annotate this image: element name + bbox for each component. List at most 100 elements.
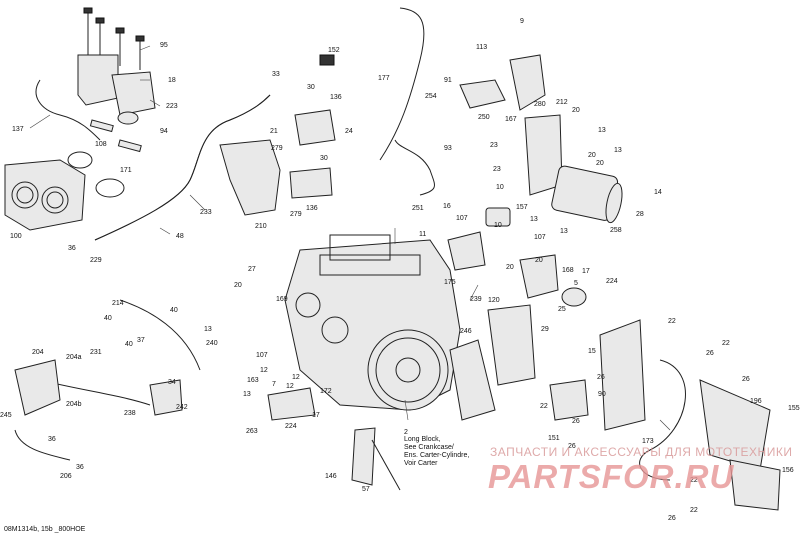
callout: 204b <box>66 401 82 408</box>
leader-lines <box>29 45 671 431</box>
callout: 2 <box>404 429 408 436</box>
hose-137 <box>35 79 101 141</box>
bracket-175 <box>447 231 486 271</box>
callout: 34 <box>168 379 176 386</box>
callout: 30 <box>320 155 328 162</box>
callout: 223 <box>166 103 178 110</box>
callout: 156 <box>782 467 794 474</box>
callout: 155 <box>788 405 800 412</box>
callout: 95 <box>160 42 168 49</box>
callout: 210 <box>255 223 267 230</box>
callout: 12 <box>286 383 294 390</box>
heat-shield-156 <box>729 459 781 511</box>
callout: 29 <box>541 326 549 333</box>
spark-plug-94 <box>89 119 142 153</box>
callout: 11 <box>419 231 426 238</box>
note-line: Ens. Carter-Cylindre, <box>404 452 470 459</box>
note-line: Voir Carter <box>404 460 438 467</box>
callout: 40 <box>170 307 178 314</box>
diagram-code: 08M1314b, 15b _800HOE <box>4 526 86 533</box>
callout: 10 <box>496 184 504 191</box>
callout: 37 <box>137 337 145 344</box>
callout: 107 <box>256 352 268 359</box>
clamp-108b <box>95 178 125 198</box>
callout: 12 <box>292 374 300 381</box>
callout: 245 <box>0 412 12 419</box>
long-block-note: Long Block, See Crankcase/ Ens. Carter-C… <box>404 436 469 468</box>
callout: 239 <box>470 296 482 303</box>
callout: 107 <box>456 215 468 222</box>
callout: 212 <box>556 99 568 106</box>
callout: 263 <box>246 428 258 435</box>
callout: 206 <box>60 473 72 480</box>
bracket-242 <box>149 379 183 416</box>
callout: 26 <box>568 443 576 450</box>
bolt-group-95 <box>83 7 145 70</box>
hose-206 <box>14 429 71 461</box>
callout: 23 <box>493 166 501 173</box>
plate-224 <box>267 387 316 421</box>
callout: 246 <box>460 328 472 335</box>
callout: 196 <box>750 398 762 405</box>
callout: 57 <box>362 486 370 493</box>
callout: 26 <box>572 418 580 425</box>
callout: 113 <box>476 44 487 51</box>
callout: 23 <box>490 142 498 149</box>
dipstick-57 <box>371 439 401 491</box>
callout: 20 <box>572 107 580 114</box>
ignition-coil <box>77 54 156 125</box>
callout: 171 <box>120 167 132 174</box>
callout: 151 <box>548 435 560 442</box>
callout: 13 <box>204 326 212 333</box>
hose-233-inner <box>94 94 271 241</box>
bracket-167 <box>509 54 546 111</box>
callout: 17 <box>582 268 590 275</box>
callout: 12 <box>260 367 268 374</box>
callout: 163 <box>247 377 259 384</box>
callout: 251 <box>412 205 424 212</box>
heat-shield-90 <box>599 319 646 431</box>
callout: 22 <box>690 477 698 484</box>
callout: 13 <box>560 228 568 235</box>
callout: 20 <box>535 257 543 264</box>
callout: 7 <box>272 381 276 388</box>
exhaust-tube-173 <box>639 359 686 481</box>
callout: 28 <box>636 211 644 218</box>
callout: 26 <box>742 376 750 383</box>
callout: 15 <box>588 348 596 355</box>
callout: 93 <box>444 145 452 152</box>
callout: 22 <box>668 318 676 325</box>
callout: 36 <box>68 245 76 252</box>
callout: 22 <box>722 340 730 347</box>
callout: 254 <box>425 93 437 100</box>
callout: 13 <box>243 391 251 398</box>
callout: 22 <box>690 507 698 514</box>
bracket-151 <box>549 379 589 421</box>
callout: 242 <box>176 404 188 411</box>
callout: 173 <box>642 438 654 445</box>
callout: 9 <box>520 18 524 25</box>
callout: 177 <box>378 75 390 82</box>
callout: 16 <box>443 203 451 210</box>
callout: 107 <box>534 234 546 241</box>
callout: 169 <box>276 296 288 303</box>
callout: 20 <box>588 152 596 159</box>
callout: 24 <box>345 128 353 135</box>
callout: 224 <box>606 278 618 285</box>
throttle-body <box>4 159 86 231</box>
callout: 233 <box>200 209 212 216</box>
callout-labels: 95 18 223 137 94 108 171 100 36 229 33 1… <box>0 18 800 522</box>
bracket-250 <box>459 79 506 109</box>
sensor-157 <box>485 207 511 227</box>
callout: 26 <box>597 374 605 381</box>
callout: 146 <box>325 473 337 480</box>
callout: 204a <box>66 354 82 361</box>
callout: 20 <box>506 264 514 271</box>
callout: 26 <box>668 515 676 522</box>
cable-254 <box>379 7 425 161</box>
callout: 204 <box>32 349 44 356</box>
callout: 36 <box>48 436 56 443</box>
callout: 40 <box>104 315 112 322</box>
callout: 108 <box>95 141 107 148</box>
